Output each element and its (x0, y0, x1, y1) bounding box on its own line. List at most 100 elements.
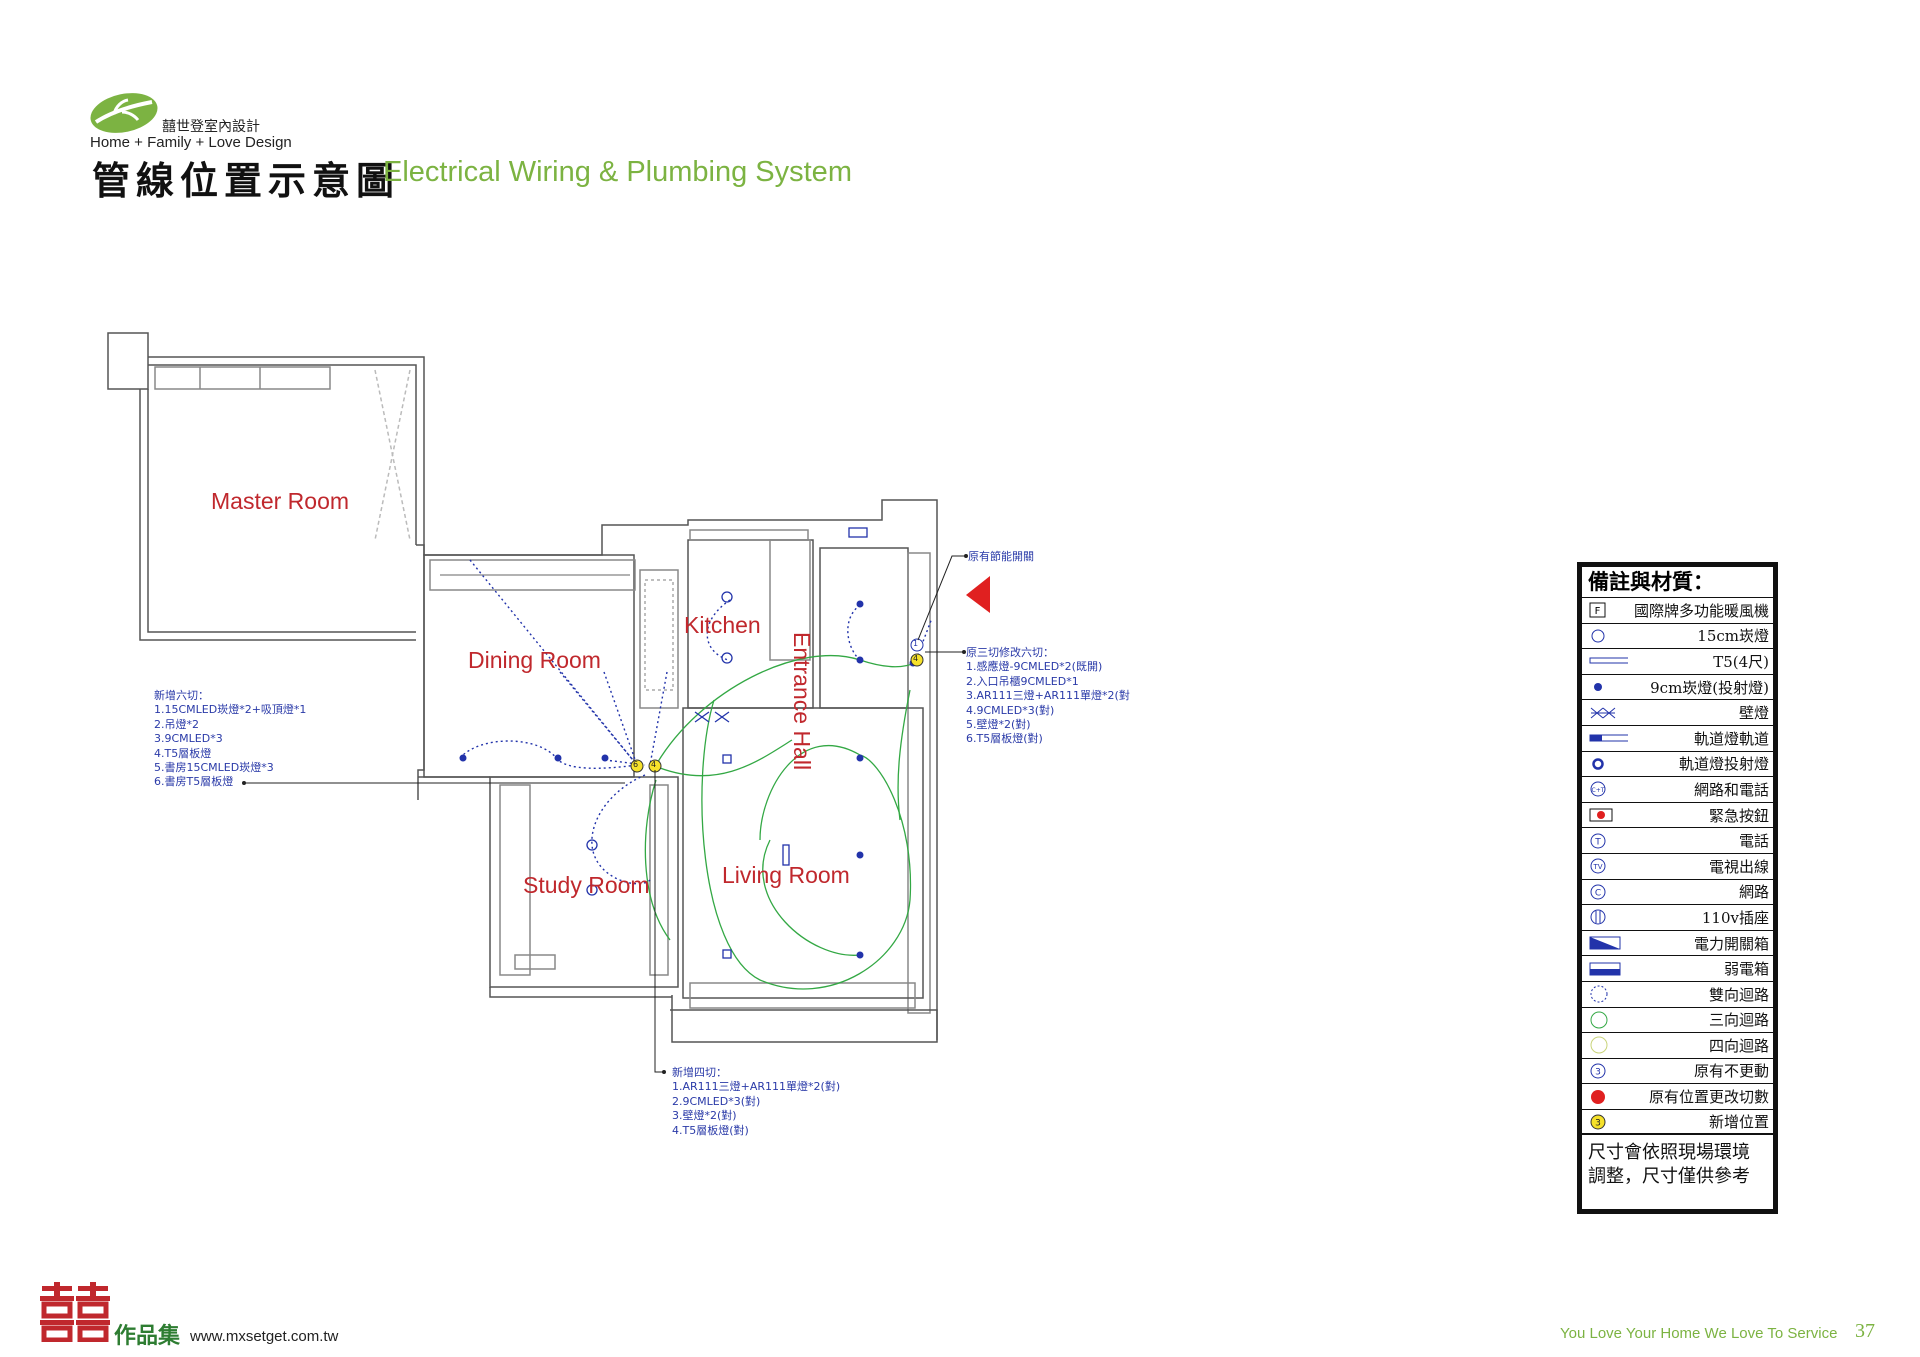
room-label-study: Study Room (523, 872, 650, 898)
tv-symbol: TV (1592, 863, 1602, 871)
page-number: 37 (1855, 1320, 1875, 1342)
note-title: 新增六切： (154, 689, 209, 702)
note-item: 3.AR111三燈+AR111單燈*2(對 (966, 689, 1130, 703)
marker-label-4: 4 (651, 760, 657, 769)
note-item: 3.9CMLED*3 (154, 732, 223, 746)
network-phone-icon: C+T (1588, 780, 1628, 798)
page-title-zh: 管線位置示意圖 (92, 158, 401, 203)
footer-double-happiness-logo (40, 1282, 110, 1342)
legend-label: 軌道燈投射燈 (1678, 755, 1769, 774)
room-label-kitchen: Kitchen (684, 612, 761, 638)
legend-label: 軌道燈軌道 (1693, 729, 1769, 748)
legend-row: 9cm崁燈(投射燈) (1582, 675, 1773, 701)
room-label-living: Living Room (722, 862, 850, 888)
legend-row: 15cm崁燈 (1582, 624, 1773, 650)
marker-label-3: 6 (633, 760, 639, 769)
legend-label: 原有不更動 (1693, 1062, 1769, 1081)
new-symbol: 3 (1595, 1118, 1601, 1128)
note-item: 2.吊燈*2 (154, 717, 199, 731)
unchanged-icon: 3 (1588, 1062, 1628, 1080)
page-title-en: Electrical Wiring & Plumbing System (383, 156, 852, 188)
legend-row: 3 新增位置 (1582, 1110, 1773, 1136)
note-title: 原三切修改六切： (966, 646, 1054, 659)
t5-tube-icon (1588, 652, 1628, 670)
legend-label: 電視出線 (1708, 857, 1769, 876)
legend-row: T5(4尺) (1582, 649, 1773, 675)
legend-title: 備註與材質： (1582, 567, 1773, 598)
marker-label-2: 4 (913, 654, 919, 663)
legend-row: 3 原有不更動 (1582, 1059, 1773, 1085)
note-item: 2.入口吊櫃9CMLED*1 (966, 674, 1079, 688)
two-way-icon (1588, 985, 1628, 1003)
note-item: 1.感應燈-9CMLED*2(既開) (966, 660, 1103, 674)
legend-label: 電力開關箱 (1693, 934, 1769, 953)
legend-label: 國際牌多功能暖風機 (1633, 601, 1769, 620)
legend-row: 四向迴路 (1582, 1033, 1773, 1059)
phone-symbol: T (1594, 837, 1601, 847)
legend-row: 110v插座 (1582, 905, 1773, 931)
note-item: 4.T5層板燈 (154, 746, 212, 760)
three-way-icon (1588, 1011, 1628, 1029)
legend-label: 15cm崁燈 (1697, 627, 1769, 646)
outlet-icon (1588, 908, 1628, 926)
note-item: 1.AR111三燈+AR111單燈*2(對) (672, 1080, 841, 1094)
legend-row: 軌道燈軌道 (1582, 726, 1773, 752)
legend-label: 三向迴路 (1708, 1011, 1769, 1030)
svg-text:C+T: C+T (1592, 787, 1605, 794)
legend-label: T5(4尺) (1713, 652, 1769, 671)
legend-label: 雙向迴路 (1708, 985, 1769, 1004)
f-heater-icon: F (1588, 601, 1628, 619)
legend-row: 原有位置更改切數 (1582, 1084, 1773, 1110)
note-item: 6.書房T5層板燈 (154, 775, 234, 789)
legend-panel: 備註與材質： F 國際牌多功能暖風機 15cm崁燈 T5(4尺) 9cm崁燈(投… (1577, 562, 1778, 1214)
footer-logo-text: 作品集 (114, 1324, 181, 1349)
note-item: 4.T5層板燈(對) (672, 1123, 749, 1137)
marker-label-1: 1 (913, 639, 919, 648)
note-item: 3.壁燈*2(對) (672, 1109, 737, 1123)
wall-lamp-icon (1588, 704, 1628, 722)
dot-icon (1588, 678, 1628, 696)
legend-label: 壁燈 (1738, 704, 1769, 723)
note-item: 5.書房15CMLED崁燈*3 (154, 761, 274, 775)
legend-label: 弱電箱 (1723, 960, 1769, 979)
legend-row: C+T 網路和電話 (1582, 777, 1773, 803)
new-position-icon: 3 (1588, 1113, 1628, 1131)
legend-label: 新增位置 (1708, 1113, 1769, 1132)
legend-row: 弱電箱 (1582, 956, 1773, 982)
brand-leaf-logo (90, 93, 158, 133)
legend-row: 緊急按鈕 (1582, 803, 1773, 829)
circle-icon (1588, 627, 1628, 645)
emergency-button-icon (1588, 806, 1628, 824)
legend-row: 壁燈 (1582, 700, 1773, 726)
tv-icon: TV (1588, 857, 1628, 875)
footer-url: www.mxsetget.com.tw (190, 1328, 339, 1345)
legend-label: 9cm崁燈(投射燈) (1650, 678, 1769, 697)
legend-label: 電話 (1738, 832, 1769, 851)
note-original-three-switch: 原三切修改六切： 1.感應燈-9CMLED*2(既開) 2.入口吊櫃9CMLED… (966, 646, 1130, 747)
legend-row: 三向迴路 (1582, 1008, 1773, 1034)
unchanged-symbol: 3 (1595, 1067, 1601, 1077)
legend-label: 緊急按鈕 (1708, 806, 1769, 825)
note-new-six-switch: 新增六切： 1.15CMLED崁燈*2+吸頂燈*1 2.吊燈*2 3.9CMLE… (154, 689, 306, 790)
heater-symbol: F (1595, 606, 1601, 617)
legend-row: T 電話 (1582, 828, 1773, 854)
ring-icon (1588, 755, 1628, 773)
note-item: 1.15CMLED崁燈*2+吸頂燈*1 (154, 703, 307, 717)
track-icon (1588, 729, 1628, 747)
note-item: 2.9CMLED*3(對) (672, 1094, 761, 1108)
legend-label: 網路和電話 (1693, 780, 1769, 799)
legend-row: C 網路 (1582, 880, 1773, 906)
note-item: 4.9CMLED*3(對) (966, 703, 1055, 717)
legend-label: 原有位置更改切數 (1648, 1088, 1769, 1107)
brand-tagline: Home + Family + Love Design (90, 134, 292, 151)
power-box-icon (1588, 934, 1628, 952)
legend-row: TV 電視出線 (1582, 854, 1773, 880)
legend-row: 軌道燈投射燈 (1582, 752, 1773, 778)
legend-label: 網路 (1738, 883, 1769, 902)
changed-icon (1588, 1088, 1628, 1106)
note-original-switch: 原有節能開關 (968, 550, 1034, 563)
room-label-dining: Dining Room (468, 647, 601, 673)
four-way-icon (1588, 1036, 1628, 1054)
legend-remark: 尺寸會依照現場環境調整，尺寸僅供參考 (1588, 1142, 1750, 1188)
